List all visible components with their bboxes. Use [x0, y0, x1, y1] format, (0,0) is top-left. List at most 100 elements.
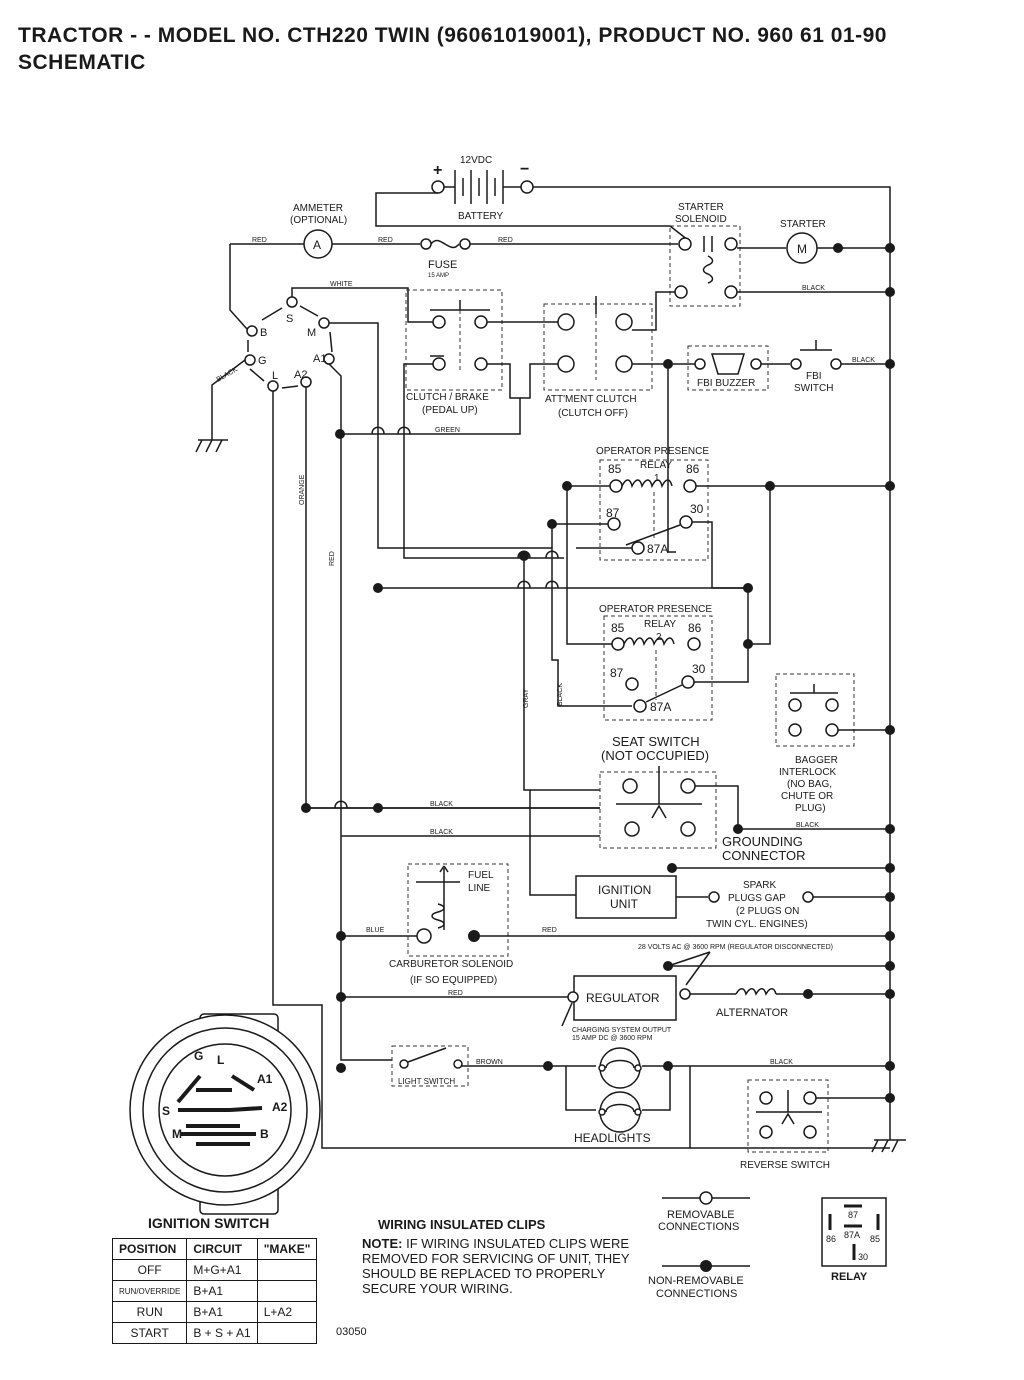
carb-label-1: CARBURETOR SOLENOID [389, 959, 513, 970]
light-switch: LIGHT SWITCH [391, 1045, 469, 1087]
fuel-line-label-1: FUEL [468, 870, 494, 881]
opr2-relay: RELAY [644, 619, 676, 630]
page-title: TRACTOR - - MODEL NO. CTH220 TWIN (96061… [18, 22, 887, 76]
opr2-title: OPERATOR PRESENCE [599, 604, 712, 615]
ground-symbol-left [195, 439, 228, 453]
drawing-code: 03050 [336, 1326, 367, 1338]
fuse-label: FUSE [428, 259, 457, 271]
regulator-terminal-in [567, 991, 579, 1003]
table-row: OFF M+G+A1 [111, 1259, 318, 1281]
fuse: FUSE 15 AMP [420, 238, 471, 279]
attachment-clutch-switch: ATT'MENT CLUTCH (CLUTCH OFF) [543, 296, 653, 419]
ignition-switch-face: G L A1 A2 S M B [129, 1013, 321, 1215]
wire-gray [523, 556, 600, 791]
node [885, 931, 895, 941]
node [885, 989, 895, 999]
attment-clutch-label-2: (CLUTCH OFF) [558, 408, 628, 419]
wire-black-relay [551, 524, 632, 707]
seat-switch-label-2: (NOT OCCUPIED) [601, 748, 709, 763]
wire-label-red-v: RED [329, 551, 336, 566]
headlight-lower [598, 1091, 642, 1133]
wire-opr-85-bus [566, 486, 612, 645]
key-term-S: S [286, 313, 293, 325]
wiring-clips-note: WIRING INSULATED CLIPS NOTE: IF WIRING I… [362, 1217, 642, 1296]
grounding-label-2: CONNECTOR [722, 848, 806, 863]
opr1-title: OPERATOR PRESENCE [596, 446, 709, 457]
wire-label-green: GREEN [435, 427, 460, 434]
relay-87a: 87A [844, 1230, 860, 1240]
opr1-num: 1 [654, 473, 660, 484]
wire-label-white: WHITE [330, 281, 353, 288]
legend-nonremovable-2: CONNECTIONS [656, 1288, 737, 1300]
pointer-charging [561, 1002, 573, 1027]
bagger-label-1: BAGGER [795, 755, 838, 766]
ignition-switch-title: IGNITION SWITCH [148, 1215, 270, 1231]
relay-85: 85 [870, 1234, 880, 1244]
wire-key-A2 [305, 387, 600, 809]
table-row: START B + S + A1 [111, 1322, 318, 1344]
ignition-position-table: POSITION CIRCUIT "MAKE" OFF M+G+A1 RUN/O… [111, 1238, 318, 1344]
table-cell: RUN/OVERRIDE [111, 1280, 188, 1302]
node [885, 287, 895, 297]
table-header: CIRCUIT [186, 1238, 258, 1260]
relay-86: 86 [826, 1234, 836, 1244]
fbi-buzzer-label: FBI BUZZER [697, 378, 755, 389]
node [885, 243, 895, 253]
node [373, 803, 383, 813]
title-line-1: TRACTOR - - MODEL NO. CTH220 TWIN (96061… [18, 24, 887, 47]
spark-label-1: SPARK [743, 880, 776, 891]
clips-title: WIRING INSULATED CLIPS [378, 1217, 546, 1232]
charging-label-1: CHARGING SYSTEM OUTPUT [572, 1027, 672, 1034]
node [667, 863, 677, 873]
face-G: G [194, 1049, 203, 1063]
node [336, 992, 346, 1002]
starter-solenoid-label-1: STARTER [678, 202, 724, 213]
key-term-M: M [307, 327, 316, 339]
seat-switch-label-1: SEAT SWITCH [612, 734, 700, 749]
wire-hump [517, 550, 531, 559]
starter-solenoid-label-2: SOLENOID [675, 214, 727, 225]
operator-presence-relay-2: OPERATOR PRESENCE RELAY 2 85 86 87 30 87… [599, 604, 713, 721]
ammeter-optional: (OPTIONAL) [290, 215, 347, 226]
opr2-85: 85 [611, 621, 625, 635]
opr1-relay: RELAY [640, 460, 672, 471]
seat-switch: SEAT SWITCH (NOT OCCUPIED) [599, 734, 717, 849]
table-row: RUN/OVERRIDE B+A1 [111, 1280, 318, 1302]
pointer-b [685, 951, 711, 986]
starter-motor: M STARTER [780, 219, 826, 264]
headlight-upper [598, 1047, 642, 1089]
table-header: POSITION [111, 1238, 188, 1260]
node [663, 1061, 673, 1071]
table-cell: B + S + A1 [186, 1322, 258, 1344]
table-cell: M+G+A1 [186, 1259, 258, 1281]
grounding-label-1: GROUNDING [722, 834, 803, 849]
legend-nonremovable-1: NON-REMOVABLE [648, 1275, 744, 1287]
bagger-label-3: (NO BAG, [787, 779, 832, 790]
legend-removable-2: CONNECTIONS [658, 1221, 739, 1233]
node [885, 725, 895, 735]
wire-label-blue: BLUE [366, 927, 385, 934]
opr1-87: 87 [606, 506, 620, 520]
table-cell: OFF [111, 1259, 188, 1281]
wire-label-orange: ORANGE [299, 474, 306, 505]
wire-label-black-seat-2: BLACK [430, 829, 453, 836]
wire-hump [334, 800, 348, 809]
wire-opr-86-bus [748, 486, 771, 645]
fbi-switch: FBI SWITCH [790, 340, 842, 394]
node [885, 481, 895, 491]
wire-solenoid-to-clutch [632, 291, 675, 331]
regulator-terminal-out [679, 988, 691, 1000]
wire-key-M [329, 322, 552, 549]
battery-label: BATTERY [458, 211, 504, 222]
node [885, 1061, 895, 1071]
wire-label-red-carb: RED [542, 927, 557, 934]
key-term-G: G [258, 355, 267, 367]
face-M: M [172, 1127, 182, 1141]
key-switch-terminals: S B M G A1 L A2 [244, 296, 335, 392]
wire-label-gray: GRAY [523, 688, 530, 708]
face-A2: A2 [272, 1100, 288, 1114]
relay-30: 30 [858, 1252, 868, 1262]
wire-hump [545, 580, 559, 589]
table-cell [256, 1322, 318, 1344]
charging-label-2: 15 AMP DC @ 3600 RPM [572, 1035, 653, 1042]
